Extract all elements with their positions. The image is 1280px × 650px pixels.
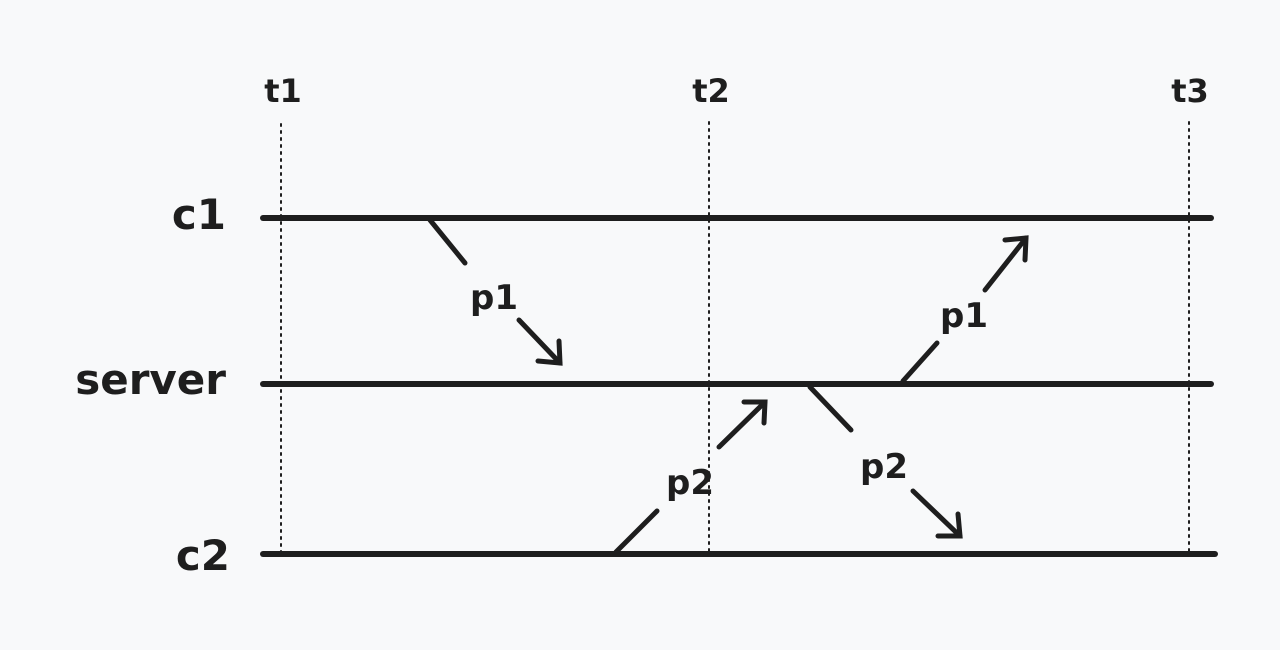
time-label-t1: t1	[264, 72, 302, 110]
message-arrow-c2-to-server	[613, 399, 768, 555]
message-arrow-server-to-c2	[807, 384, 963, 539]
lane-label-c2: c2	[176, 531, 230, 580]
lane-label-server: server	[75, 355, 226, 404]
lane-label-c1: c1	[172, 190, 226, 239]
message-arrow-server-to-c1	[900, 235, 1029, 384]
time-label-t2: t2	[692, 72, 730, 110]
message-label-server-to-c2: p2	[860, 447, 908, 487]
message-label-c1-to-server: p1	[470, 278, 518, 318]
message-arrow-c1-to-server	[427, 217, 563, 366]
time-label-t3: t3	[1171, 72, 1209, 110]
message-label-server-to-c1: p1	[940, 296, 988, 336]
message-label-c2-to-server: p2	[666, 463, 714, 503]
